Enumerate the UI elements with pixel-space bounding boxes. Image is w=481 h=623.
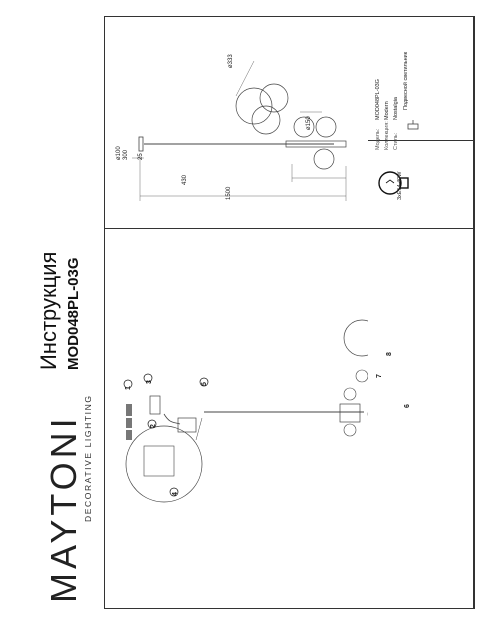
callout-4: 4 — [172, 492, 179, 496]
callout-7: 7 — [376, 374, 383, 378]
bulb-icon — [378, 171, 409, 195]
callout-1: 1 — [125, 386, 132, 390]
callout-3: 3 — [146, 380, 153, 384]
frame-divider-vertical — [473, 17, 474, 608]
spec-value-style: Nostalgia — [393, 97, 399, 120]
wiring-block — [177, 417, 197, 433]
brand-logo: MAYTONI — [43, 414, 84, 603]
cluster-globe-3 — [251, 105, 281, 135]
spec-value-model: MOD048PL-03G — [375, 79, 381, 120]
dim-canopy-diameter: ø100 — [116, 146, 122, 160]
spec-row-style: Стиль: Nostalgia — [393, 97, 400, 150]
globe-side-2 — [315, 116, 337, 138]
dim-total-length: 1500 — [226, 186, 232, 200]
globe-side-1 — [293, 116, 315, 138]
callout-circle-1 — [123, 379, 133, 389]
globe-shade — [343, 319, 368, 357]
spec-row-collection: Коллекция:Modern — [384, 101, 391, 150]
dimension-drawing — [132, 60, 347, 201]
hardware-2 — [126, 418, 132, 428]
spec-value-collection: Modern — [384, 101, 390, 120]
socket-arm — [339, 403, 361, 423]
spec-key-style: Стиль: — [393, 132, 399, 150]
detail-magnifier — [125, 425, 203, 503]
bulb-specs: 3xE14 40W — [397, 171, 403, 200]
dim-canopy-offset: 25 — [138, 153, 144, 160]
cluster-globe-2 — [259, 83, 289, 113]
dim-arm-length: 430 — [182, 174, 188, 185]
terminal-block — [143, 445, 175, 477]
frame-divider-horizontal — [105, 228, 474, 229]
socket-2 — [343, 423, 357, 437]
assembly-drawing — [123, 319, 368, 503]
callout-circle-4 — [169, 487, 179, 497]
pendant-lamp-icon — [407, 120, 419, 130]
callout-6: 6 — [404, 404, 411, 408]
cluster-globe-1 — [235, 87, 273, 125]
callout-circle-2 — [147, 419, 157, 429]
hardware-3 — [126, 430, 132, 440]
bulb — [355, 369, 368, 383]
callout-5: 5 — [201, 382, 208, 386]
dim-cluster-diameter: ø333 — [228, 54, 234, 68]
drawing-frame — [104, 16, 475, 609]
hardware-1 — [126, 404, 132, 416]
callout-8: 8 — [386, 352, 393, 356]
brand-tagline: DECORATIVE LIGHTING — [83, 394, 93, 522]
callout-circle-3 — [143, 373, 153, 383]
document-model: MOD048PL-03G — [65, 257, 82, 370]
callout-circle-5 — [199, 377, 209, 387]
canopy-plate — [138, 136, 144, 152]
globe-side-3 — [313, 148, 335, 170]
spec-divider — [368, 140, 473, 141]
socket-1 — [343, 387, 357, 401]
spec-row-model: Модель: MOD048PL-03G — [375, 79, 382, 150]
spec-category: Подвесной светильник — [403, 51, 409, 110]
callout-2: 2 — [150, 424, 157, 428]
dim-canopy-height: 300 — [123, 149, 129, 160]
cluster-leader — [235, 60, 255, 97]
ceiling-bracket — [149, 395, 161, 415]
document-title: Инструкция — [36, 251, 61, 370]
spec-key-model: Модель: — [375, 128, 381, 150]
spec-key-collection: Коллекция: — [384, 121, 390, 150]
dim-shade-diameter: ø150 — [306, 116, 312, 130]
arm-bar — [285, 140, 347, 148]
wire — [163, 413, 181, 425]
